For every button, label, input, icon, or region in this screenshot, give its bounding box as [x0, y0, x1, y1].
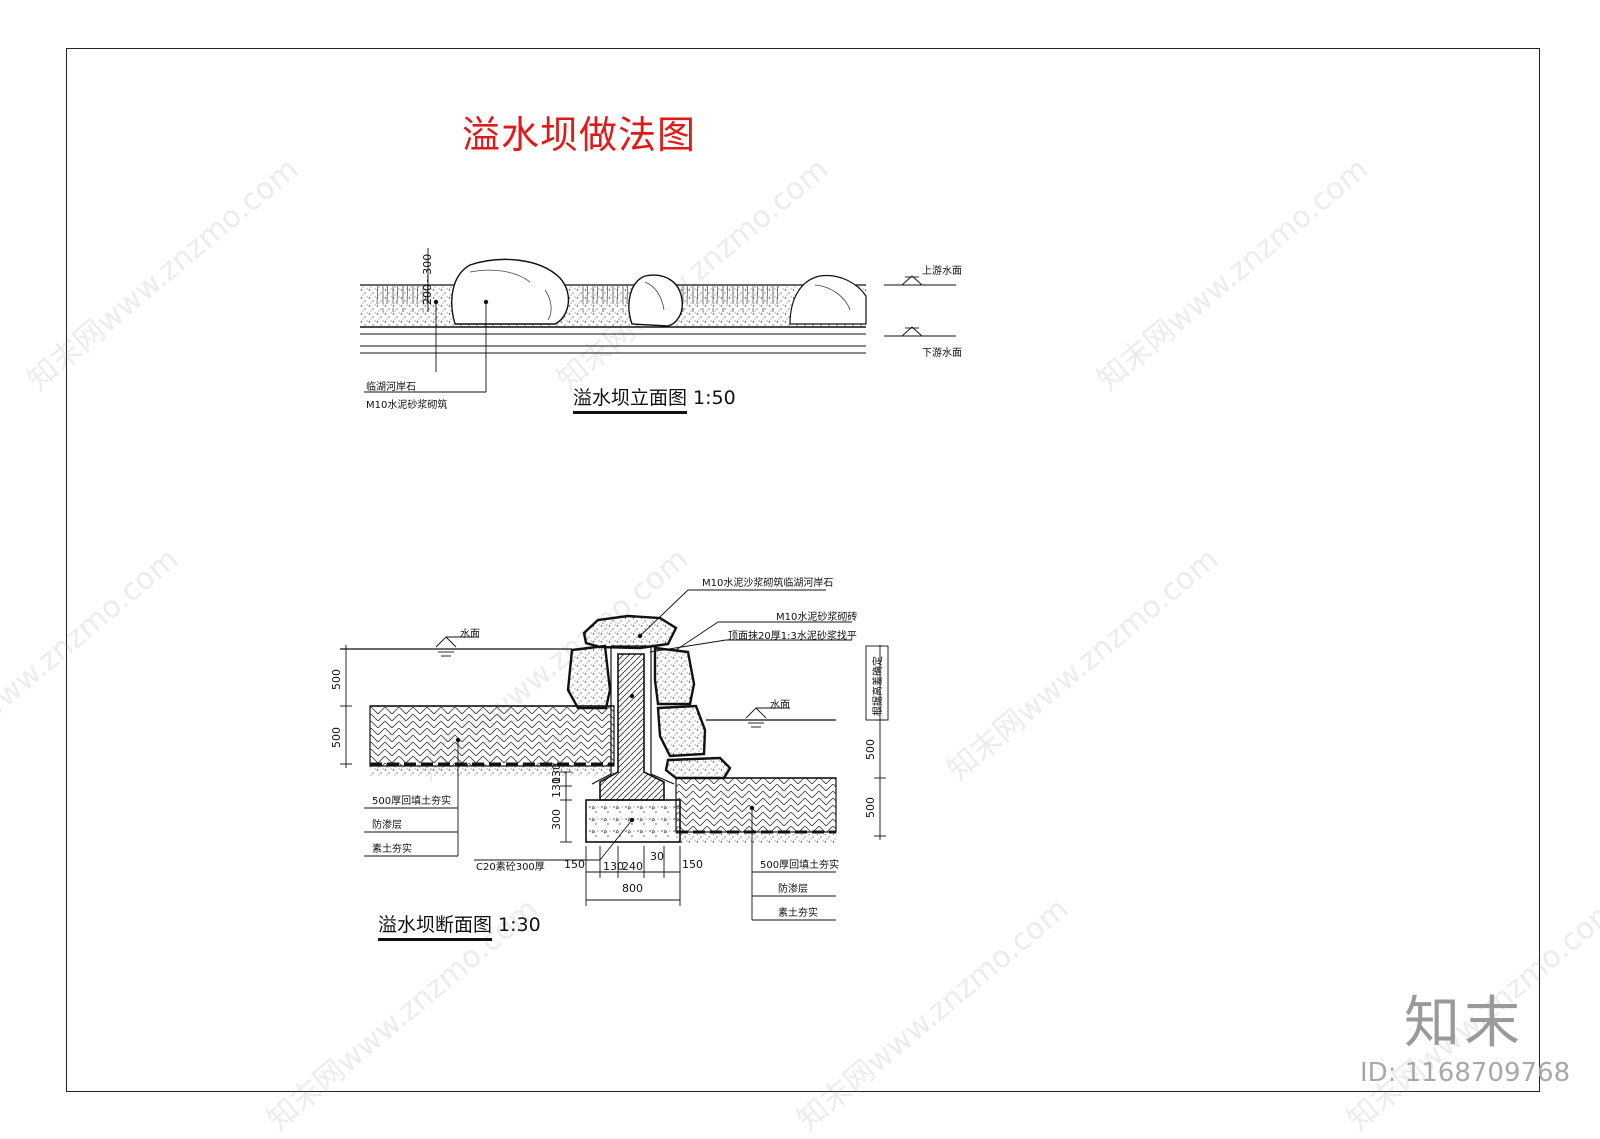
- section-note-plaster: 顶面抹20厚1:3水泥砂浆找平: [728, 631, 857, 642]
- cad-drawing: [340, 248, 956, 921]
- water-label-right: 水面: [770, 700, 790, 711]
- dim-bottom-30: 30: [650, 850, 664, 863]
- dim-total-800: 800: [622, 882, 643, 895]
- elevation-caption-text: 溢水坝立面图: [573, 387, 688, 414]
- section-view: [340, 589, 889, 921]
- image-id: ID: 1168709768: [1360, 1058, 1571, 1088]
- elevation-note-stone: 临湖河岸石: [366, 382, 416, 393]
- left-layer-backfill: 500厚回填土夯实: [372, 796, 452, 807]
- section-note-stone: M10水泥沙浆砌筑临湖河岸石: [702, 578, 834, 589]
- section-scale: 1:30: [498, 914, 541, 936]
- dim-stack-300: 300: [550, 809, 563, 830]
- brand-logo: 知末: [1404, 991, 1524, 1056]
- drawing-sheet: 知末网www.znzmo.com 知末网www.znzmo.com 知末网www…: [0, 48, 1600, 1138]
- right-layer-backfill: 500厚回填土夯实: [760, 860, 840, 871]
- dim-bottom-130: 130: [603, 860, 624, 873]
- left-layer-waterproof: 防渗层: [372, 820, 402, 831]
- dim-left-lower: 500: [330, 727, 343, 748]
- elevation-note-mortar: M10水泥砂浆砌筑: [366, 400, 448, 411]
- water-label-left: 水面: [460, 629, 480, 640]
- dim-right-upper: 500: [864, 739, 877, 760]
- section-note-brick: M10水泥砂浆砌砖: [776, 612, 858, 623]
- dim-right-lower: 500: [864, 797, 877, 818]
- height-difference-note: 根据高差确定: [873, 656, 884, 716]
- dim-bottom-150-right: 150: [682, 858, 703, 871]
- elevation-scale: 1:50: [693, 387, 736, 409]
- elevation-view: [360, 248, 956, 393]
- left-layer-compacted: 素土夯实: [372, 844, 412, 855]
- right-layer-waterproof: 防渗层: [778, 884, 808, 895]
- drawing-title: 溢水坝做法图: [462, 113, 697, 157]
- section-caption-text: 溢水坝断面图: [378, 914, 493, 941]
- right-layer-compacted: 素土夯实: [778, 908, 818, 919]
- footing-note: C20素砼300厚: [476, 862, 545, 873]
- downstream-water-label: 下游水面: [922, 348, 962, 359]
- dim-bottom-240: 240: [622, 860, 643, 873]
- dim-stack-130b: 130: [550, 763, 563, 784]
- elevation-height-dim: 200~300: [421, 253, 434, 305]
- dim-bottom-150-left: 150: [564, 858, 585, 871]
- drawing-frame: [66, 48, 1540, 1092]
- upstream-water-label: 上游水面: [922, 266, 962, 277]
- dim-left-upper: 500: [330, 669, 343, 690]
